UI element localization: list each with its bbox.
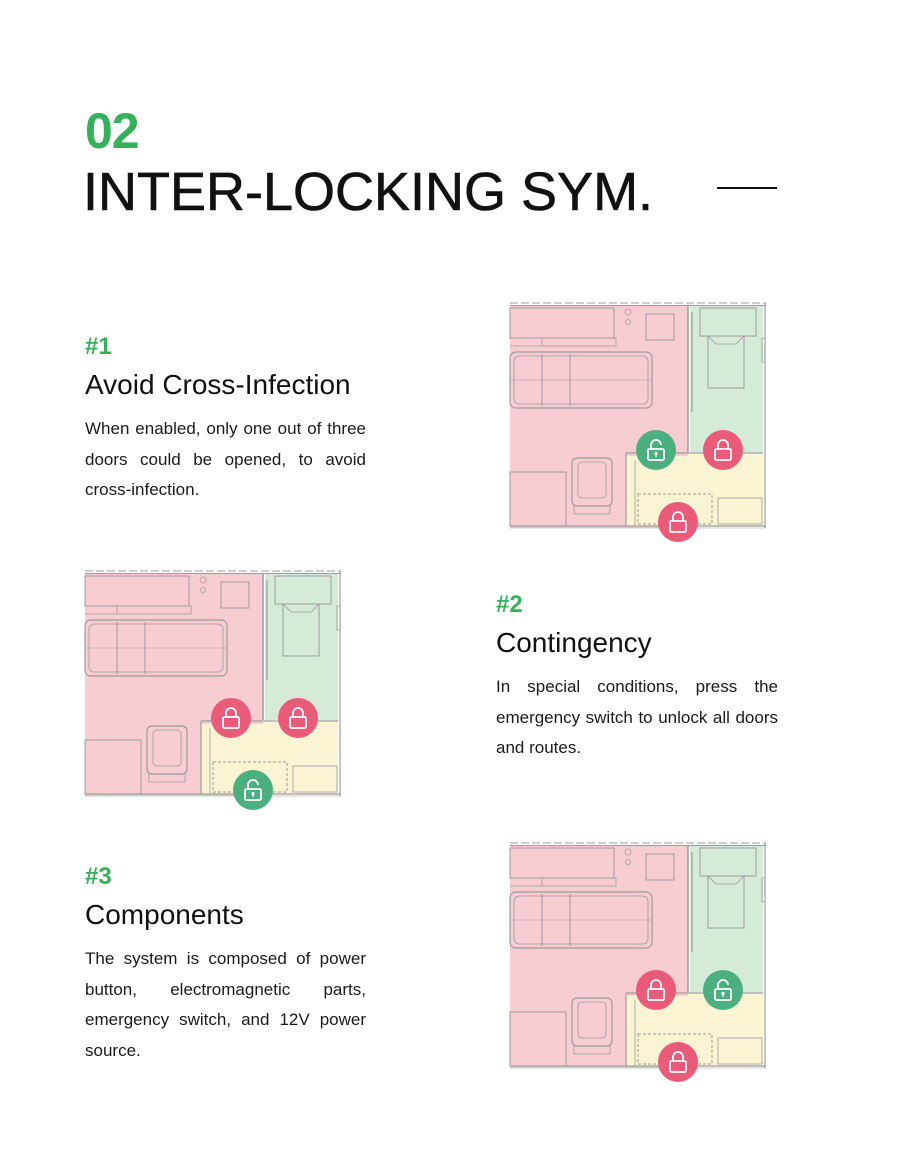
lock-icon xyxy=(658,502,698,542)
lock-icon xyxy=(703,430,743,470)
section-body: When enabled, only one out of three door… xyxy=(85,419,366,499)
section-body: The system is composed of power button, … xyxy=(85,949,366,1060)
section-body: In special conditions, press the emergen… xyxy=(496,677,778,757)
section-components: #3 Components The system is composed of … xyxy=(85,862,366,1066)
floor-plan-2 xyxy=(84,570,343,812)
section-heading: Avoid Cross-Infection xyxy=(85,369,351,400)
unlock-icon xyxy=(636,430,676,470)
floor-plan-drawing xyxy=(509,302,766,542)
section-heading: Contingency xyxy=(496,627,652,658)
floor-plan-3 xyxy=(509,842,768,1084)
floor-plan-drawing xyxy=(84,570,341,810)
unlock-icon xyxy=(233,770,273,810)
section-tag: #1 xyxy=(85,333,112,360)
title-rule xyxy=(717,187,777,189)
unlock-icon xyxy=(703,970,743,1010)
section-heading: Components xyxy=(85,899,244,930)
lock-icon xyxy=(211,698,251,738)
section-avoid-cross-infection: #1 Avoid Cross-Infection When enabled, o… xyxy=(85,332,366,506)
section-contingency: #2 Contingency In special conditions, pr… xyxy=(496,590,778,764)
page-title: INTER-LOCKING SYM. xyxy=(83,162,654,223)
section-tag: #2 xyxy=(496,591,523,618)
floor-plan-1 xyxy=(509,302,768,544)
section-tag: #3 xyxy=(85,863,112,890)
floor-plan-drawing xyxy=(509,842,766,1082)
page-number: 02 xyxy=(85,103,140,159)
lock-icon xyxy=(658,1042,698,1082)
lock-icon xyxy=(636,970,676,1010)
lock-icon xyxy=(278,698,318,738)
